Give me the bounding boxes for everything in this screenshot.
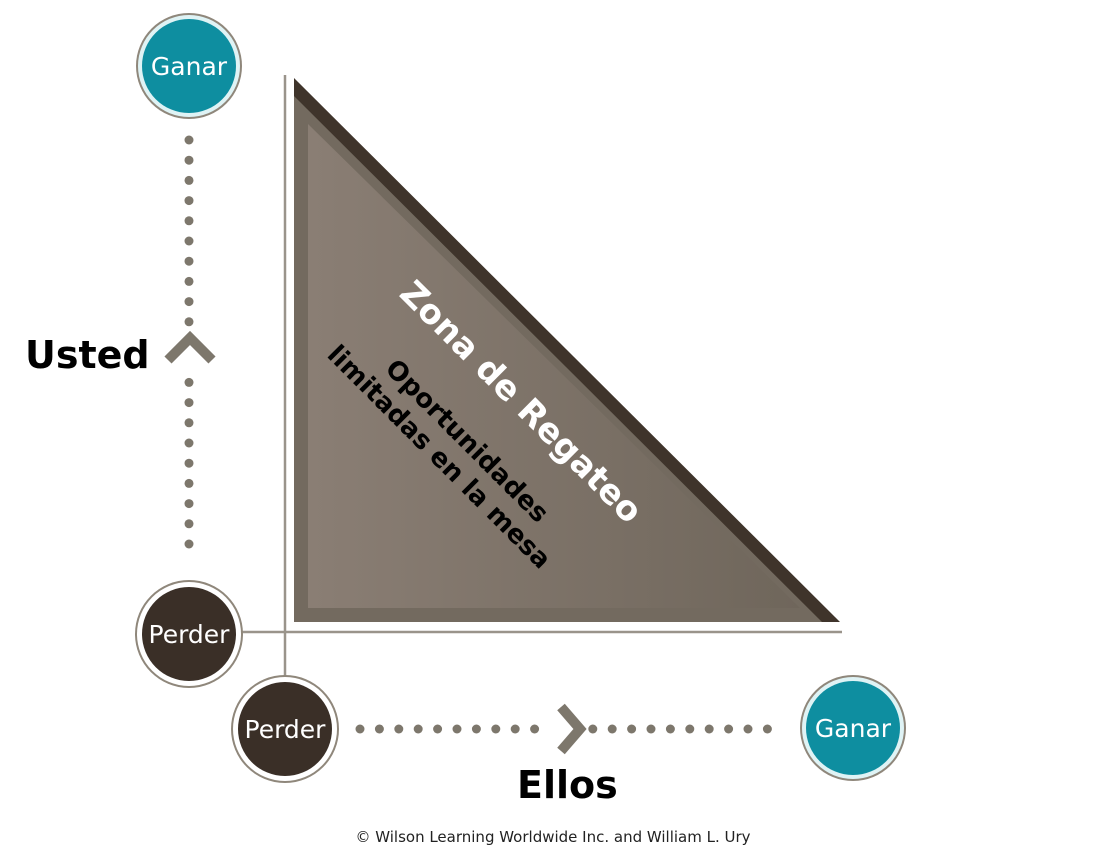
up-arrow-icon bbox=[164, 330, 216, 364]
dot bbox=[627, 724, 637, 734]
dot bbox=[413, 724, 423, 734]
dot bbox=[762, 724, 772, 734]
dot bbox=[184, 499, 194, 509]
dot bbox=[184, 478, 194, 488]
dot bbox=[743, 724, 753, 734]
dot bbox=[452, 724, 462, 734]
dot bbox=[184, 175, 194, 185]
dot bbox=[433, 724, 443, 734]
dot bbox=[510, 724, 520, 734]
y-axis-dotted-line bbox=[184, 135, 194, 549]
you-win-node: Ganar bbox=[142, 19, 236, 113]
dot bbox=[184, 256, 194, 266]
dot bbox=[374, 724, 384, 734]
copyright-notice: © Wilson Learning Worldwide Inc. and Wil… bbox=[355, 828, 751, 846]
dot bbox=[530, 724, 540, 734]
dot bbox=[184, 438, 194, 448]
dot bbox=[588, 724, 598, 734]
you-lose-node: Perder bbox=[142, 587, 236, 681]
dot bbox=[685, 724, 695, 734]
you-win-label: Ganar bbox=[150, 51, 228, 81]
they-win-label: Ganar bbox=[814, 713, 892, 743]
x-axis-dotted-line bbox=[355, 724, 772, 734]
they-lose-label: Perder bbox=[244, 714, 326, 744]
bargaining-zone-triangle bbox=[294, 78, 840, 622]
x-axis-label: Ellos bbox=[517, 763, 618, 807]
dot bbox=[184, 196, 194, 206]
dot bbox=[491, 724, 501, 734]
dot bbox=[646, 724, 656, 734]
dot bbox=[184, 418, 194, 428]
dot bbox=[394, 724, 404, 734]
dot bbox=[724, 724, 734, 734]
dot bbox=[607, 724, 617, 734]
they-win-node: Ganar bbox=[806, 681, 900, 775]
dot bbox=[471, 724, 481, 734]
dot bbox=[184, 216, 194, 226]
dot bbox=[184, 539, 194, 549]
dot bbox=[184, 236, 194, 246]
dot bbox=[184, 317, 194, 327]
dot bbox=[184, 276, 194, 286]
dot bbox=[665, 724, 675, 734]
dot bbox=[184, 398, 194, 408]
dot bbox=[184, 155, 194, 165]
dot bbox=[184, 297, 194, 307]
dot bbox=[184, 519, 194, 529]
dot bbox=[704, 724, 714, 734]
they-lose-node: Perder bbox=[238, 682, 332, 776]
dot bbox=[184, 135, 194, 145]
you-lose-label: Perder bbox=[148, 619, 230, 649]
dot bbox=[355, 724, 365, 734]
y-axis-label: Usted bbox=[25, 333, 150, 377]
right-arrow-icon bbox=[557, 703, 587, 755]
dot bbox=[184, 458, 194, 468]
dot bbox=[184, 377, 194, 387]
